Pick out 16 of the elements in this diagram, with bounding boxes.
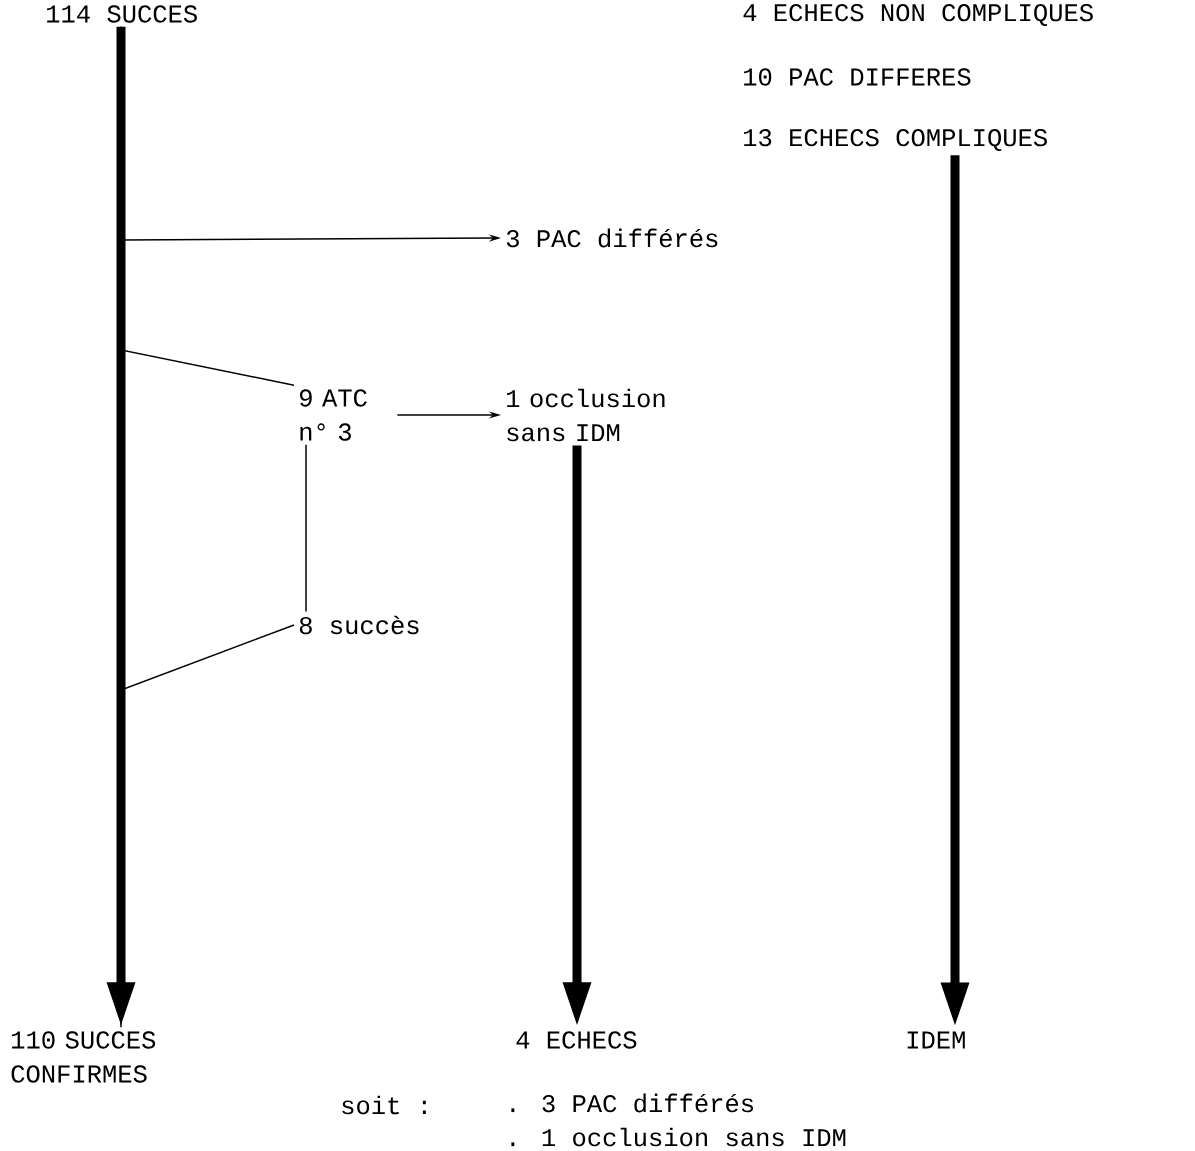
text-label: 110 SUCCES CONFIRMES bbox=[11, 1031, 156, 1083]
text-label: IDEM bbox=[907, 1031, 965, 1049]
note-text: soit : bbox=[342, 1095, 426, 1115]
text-label: 8 succès bbox=[299, 615, 419, 635]
note-text: . 1 occlusion sans IDM bbox=[511, 1127, 846, 1147]
text-label: 10 PAC DIFFERES bbox=[744, 68, 971, 86]
text-label: 9 ATC n° 3 bbox=[299, 389, 367, 441]
connector-line bbox=[305, 444, 307, 613]
text-label: 3 PAC différés bbox=[506, 228, 718, 248]
note-text: . 3 PAC différés bbox=[511, 1093, 753, 1113]
text-label: 13 ECHECS COMPLIQUES bbox=[744, 129, 1047, 151]
text-label: 4 ECHECS NON COMPLIQUES bbox=[743, 4, 1093, 26]
text-label: 1 occlusion sans IDM bbox=[507, 388, 665, 442]
connector-line bbox=[120, 26, 295, 386]
text-label: 4 ECHECS bbox=[516, 1031, 637, 1049]
text-label: 114 SUCCES bbox=[47, 5, 197, 23]
